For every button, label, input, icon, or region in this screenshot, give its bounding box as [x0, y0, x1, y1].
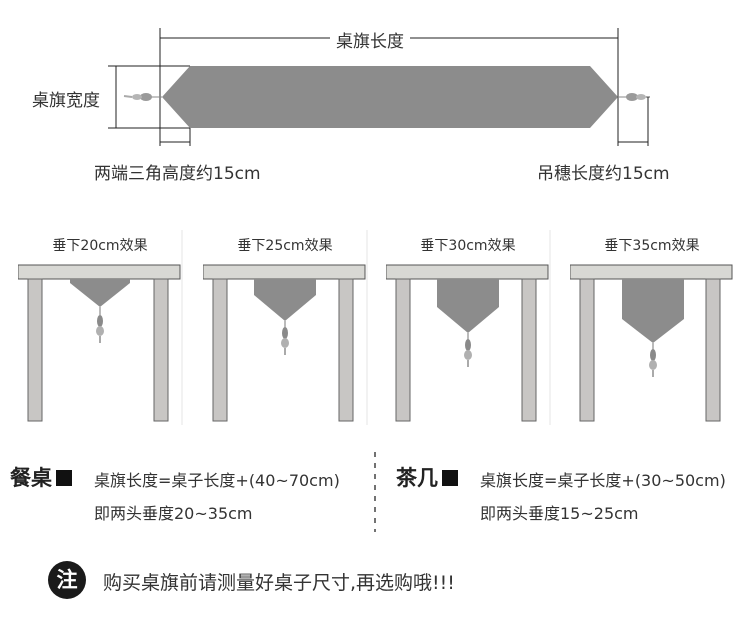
note-badge: 注 — [48, 561, 86, 599]
square-bullet-icon — [442, 470, 458, 486]
panel-25cm-drawing — [203, 230, 368, 425]
tassel-left-icon — [123, 93, 162, 101]
panel-30cm: 垂下30cm效果 — [386, 225, 551, 430]
panel-20cm-drawing — [18, 230, 183, 425]
dining-table-title-text: 餐桌 — [10, 466, 52, 490]
panel-25cm: 垂下25cm效果 — [203, 225, 368, 430]
tassel-right-icon — [618, 93, 650, 101]
table-leg-right — [705, 278, 721, 422]
tassel-icon — [464, 333, 472, 367]
runner-drop — [437, 279, 499, 333]
table-leg-right — [338, 278, 354, 422]
note-text: 购买桌旗前请测量好桌子尺寸,再选购哦!!! — [103, 572, 455, 594]
panel-30cm-drawing — [386, 230, 551, 425]
table-leg-left — [212, 278, 228, 422]
panel-title: 垂下35cm效果 — [604, 238, 700, 254]
table-leg-left — [395, 278, 411, 422]
width-label: 桌旗宽度 — [30, 86, 102, 111]
section-separator — [374, 452, 376, 532]
panel-35cm-drawing — [570, 264, 733, 422]
note-row: 注 购买桌旗前请测量好桌子尺寸,再选购哦!!! — [48, 560, 668, 604]
panel-20cm: 垂下20cm效果 — [18, 225, 183, 430]
panel-35cm: 垂下35cm效果 — [570, 225, 735, 430]
dining-table-section: 餐桌 桌旗长度=桌子长度+(40~70cm) 即两头垂度20~35cm — [10, 455, 370, 535]
table-leg-right — [521, 278, 537, 422]
runner-drawing — [108, 28, 650, 146]
table-leg-left — [27, 278, 43, 422]
coffee-table-overhang: 即两头垂度15~25cm — [480, 504, 639, 523]
overhang-panels: 垂下20cm效果 垂下25cm效果 — [0, 225, 750, 435]
table-leg-right — [153, 278, 169, 422]
coffee-table-section: 茶几 桌旗长度=桌子长度+(30~50cm) 即两头垂度15~25cm — [396, 455, 746, 535]
triangle-height-label: 两端三角高度约15cm — [94, 164, 261, 184]
dining-table-formula: 桌旗长度=桌子长度+(40~70cm) — [94, 471, 340, 490]
tassel-icon — [281, 321, 289, 355]
panel-title: 垂下20cm效果 — [52, 238, 148, 254]
square-bullet-icon — [56, 470, 72, 486]
panel-title: 垂下25cm效果 — [237, 238, 333, 254]
tassel-icon — [96, 307, 104, 343]
table-top — [203, 264, 366, 280]
runner-drop — [622, 279, 684, 343]
coffee-table-formula: 桌旗长度=桌子长度+(30~50cm) — [480, 471, 726, 490]
top-runner-diagram: 桌旗长度 桌旗宽度 两端三角高度约15cm 吊穗长度约15cm — [0, 0, 750, 190]
table-top — [18, 264, 181, 280]
table-runner-shape — [162, 66, 618, 128]
table-top — [386, 264, 549, 280]
dining-table-overhang: 即两头垂度20~35cm — [94, 504, 253, 523]
runner-drop — [70, 279, 130, 307]
table-top — [570, 264, 733, 280]
coffee-table-title: 茶几 — [396, 462, 458, 492]
coffee-table-title-text: 茶几 — [396, 466, 438, 490]
table-leg-left — [579, 278, 595, 422]
tassel-icon — [649, 343, 657, 377]
tassel-length-label: 吊穗长度约15cm — [537, 164, 670, 184]
runner-drop — [254, 279, 316, 321]
panel-title: 垂下30cm效果 — [420, 238, 516, 254]
length-label: 桌旗长度 — [330, 27, 410, 52]
dining-table-title: 餐桌 — [10, 462, 72, 492]
